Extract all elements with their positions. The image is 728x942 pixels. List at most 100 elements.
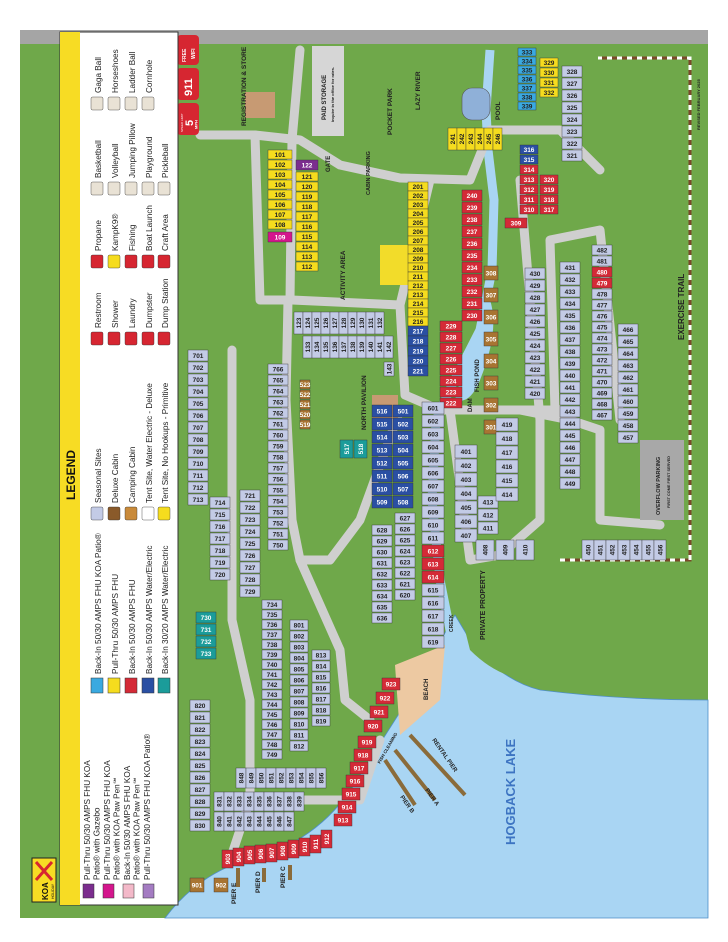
campsite[interactable]: 462 — [617, 371, 639, 384]
campsite[interactable]: 465 — [617, 335, 639, 348]
campsite[interactable]: 140 — [365, 335, 376, 359]
campsite[interactable]: 902 — [213, 877, 229, 893]
campsite[interactable]: 241 — [447, 127, 458, 151]
campsite[interactable]: 744 — [261, 699, 283, 710]
campsite[interactable]: 823 — [189, 735, 211, 748]
campsite[interactable]: 421 — [524, 375, 546, 388]
campsite[interactable]: 723 — [239, 513, 261, 526]
campsite[interactable]: 339 — [517, 101, 537, 110]
campsite[interactable]: 242 — [456, 127, 467, 151]
campsite[interactable]: 722 — [239, 501, 261, 514]
campsite[interactable]: 832 — [223, 791, 235, 812]
campsite[interactable]: 807 — [289, 685, 309, 697]
campsite[interactable]: 817 — [311, 693, 331, 705]
campsite[interactable]: 453 — [617, 539, 631, 561]
campsite[interactable]: 338 — [517, 92, 537, 101]
campsite[interactable]: 743 — [261, 689, 283, 700]
campsite[interactable]: 471 — [591, 365, 613, 377]
campsite[interactable]: 753 — [267, 506, 289, 518]
campsite[interactable]: 740 — [261, 659, 283, 670]
campsite[interactable]: 622 — [394, 567, 416, 579]
campsite[interactable]: 701 — [187, 349, 209, 362]
campsite[interactable]: 437 — [559, 333, 581, 346]
campsite[interactable]: 903 — [221, 849, 234, 869]
campsite[interactable]: 458 — [617, 419, 639, 432]
campsite[interactable]: 818 — [311, 704, 331, 716]
campsite[interactable]: 419 — [495, 417, 519, 432]
campsite[interactable]: 132 — [374, 311, 385, 335]
campsite[interactable]: 839 — [293, 791, 305, 812]
campsite[interactable]: 802 — [289, 630, 309, 642]
campsite[interactable]: 838 — [283, 791, 295, 812]
campsite[interactable]: 804 — [289, 652, 309, 664]
campsite[interactable]: 427 — [524, 303, 546, 316]
campsite[interactable]: 758 — [267, 451, 289, 463]
campsite[interactable]: 403 — [454, 472, 478, 487]
campsite[interactable]: 435 — [559, 309, 581, 322]
campsite[interactable]: 843 — [243, 811, 255, 832]
campsite[interactable]: 124 — [302, 311, 313, 335]
campsite[interactable]: 852 — [275, 767, 287, 789]
campsite[interactable]: 610 — [421, 518, 445, 532]
campsite[interactable]: 206 — [407, 226, 429, 237]
campsite[interactable]: 468 — [591, 398, 613, 410]
campsite[interactable]: 411 — [477, 521, 499, 535]
campsite[interactable]: 424 — [524, 339, 546, 352]
campsite[interactable]: 461 — [617, 383, 639, 396]
campsite[interactable]: 822 — [189, 723, 211, 736]
campsite[interactable]: 313 — [519, 174, 539, 185]
campsite[interactable]: 615 — [421, 583, 445, 597]
campsite[interactable]: 415 — [495, 473, 519, 488]
campsite[interactable]: 451 — [593, 539, 607, 561]
campsite[interactable]: 713 — [187, 493, 209, 506]
campsite[interactable]: 105 — [267, 189, 293, 200]
campsite[interactable]: 913 — [333, 813, 353, 827]
campsite[interactable]: 914 — [337, 800, 357, 814]
campsite[interactable]: 623 — [394, 556, 416, 568]
campsite[interactable]: 426 — [524, 315, 546, 328]
campsite[interactable]: 422 — [524, 363, 546, 376]
campsite[interactable]: 764 — [267, 385, 289, 397]
campsite[interactable]: 908 — [276, 841, 289, 861]
campsite[interactable]: 754 — [267, 495, 289, 507]
campsite[interactable]: 727 — [239, 561, 261, 574]
campsite[interactable]: 318 — [539, 194, 559, 205]
campsite[interactable]: 223 — [439, 386, 463, 398]
campsite[interactable]: 452 — [605, 539, 619, 561]
campsite[interactable]: 918 — [353, 748, 373, 762]
campsite[interactable]: 762 — [267, 407, 289, 419]
campsite[interactable]: 840 — [213, 811, 225, 832]
campsite[interactable]: 208 — [407, 244, 429, 255]
campsite[interactable]: 475 — [591, 321, 613, 333]
campsite[interactable]: 416 — [495, 459, 519, 474]
campsite[interactable]: 309 — [504, 217, 528, 229]
campsite[interactable]: 732 — [195, 635, 217, 648]
campsite[interactable]: 702 — [187, 361, 209, 374]
campsite[interactable]: 401 — [454, 444, 478, 459]
campsite[interactable]: 243 — [465, 127, 476, 151]
campsite[interactable]: 746 — [261, 719, 283, 730]
campsite[interactable]: 760 — [267, 429, 289, 441]
campsite[interactable]: 412 — [477, 508, 499, 522]
campsite[interactable]: 402 — [454, 458, 478, 473]
campsite[interactable]: 815 — [311, 671, 331, 683]
campsite[interactable]: 219 — [407, 345, 429, 357]
campsite[interactable]: 236 — [461, 237, 483, 250]
campsite[interactable]: 205 — [407, 217, 429, 228]
campsite[interactable]: 731 — [195, 623, 217, 636]
campsite[interactable]: 237 — [461, 225, 483, 238]
campsite[interactable]: 324 — [561, 113, 583, 126]
campsite[interactable]: 476 — [591, 310, 613, 322]
campsite[interactable]: 601 — [421, 401, 445, 415]
campsite[interactable]: 632 — [371, 568, 393, 580]
campsite[interactable]: 712 — [187, 481, 209, 494]
campsite[interactable]: 213 — [407, 289, 429, 300]
campsite[interactable]: 820 — [189, 699, 211, 712]
campsite[interactable]: 829 — [189, 807, 211, 820]
campsite[interactable]: 608 — [421, 492, 445, 506]
campsite[interactable]: 806 — [289, 674, 309, 686]
campsite[interactable]: 803 — [289, 641, 309, 653]
campsite[interactable]: 814 — [311, 660, 331, 672]
campsite[interactable]: 308 — [483, 265, 499, 281]
campsite[interactable]: 334 — [517, 56, 537, 65]
